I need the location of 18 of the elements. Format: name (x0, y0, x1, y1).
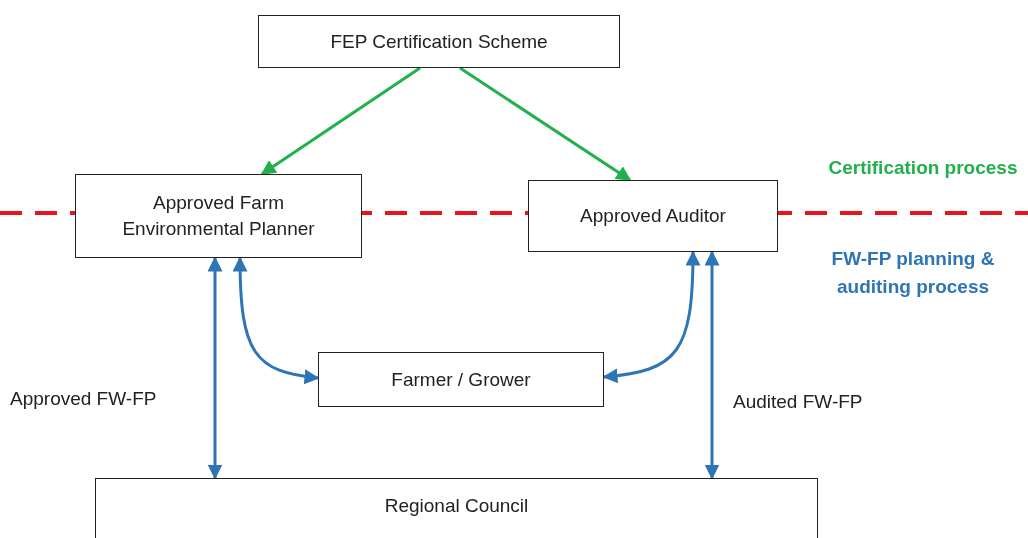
process-box (528, 180, 778, 252)
process-box (258, 15, 620, 68)
box-label: Regional Council (384, 494, 529, 518)
arrow (602, 250, 701, 384)
arrow (459, 66, 632, 182)
arrow (704, 250, 720, 480)
arrow (232, 256, 320, 384)
process-box (95, 478, 818, 538)
box-label: Approved Farm Environmental Planner (121, 191, 316, 241)
process-label: Certification process (827, 156, 1019, 180)
arrow (207, 256, 223, 480)
box-label: Approved Auditor (580, 204, 726, 228)
box-label: FEP Certification Scheme (330, 29, 548, 54)
process-box (318, 352, 604, 407)
process-box (75, 174, 362, 258)
process-label: FW-FP planning & auditing process (830, 247, 996, 299)
box-label: Farmer / Grower (391, 367, 531, 392)
arrow (260, 66, 421, 176)
